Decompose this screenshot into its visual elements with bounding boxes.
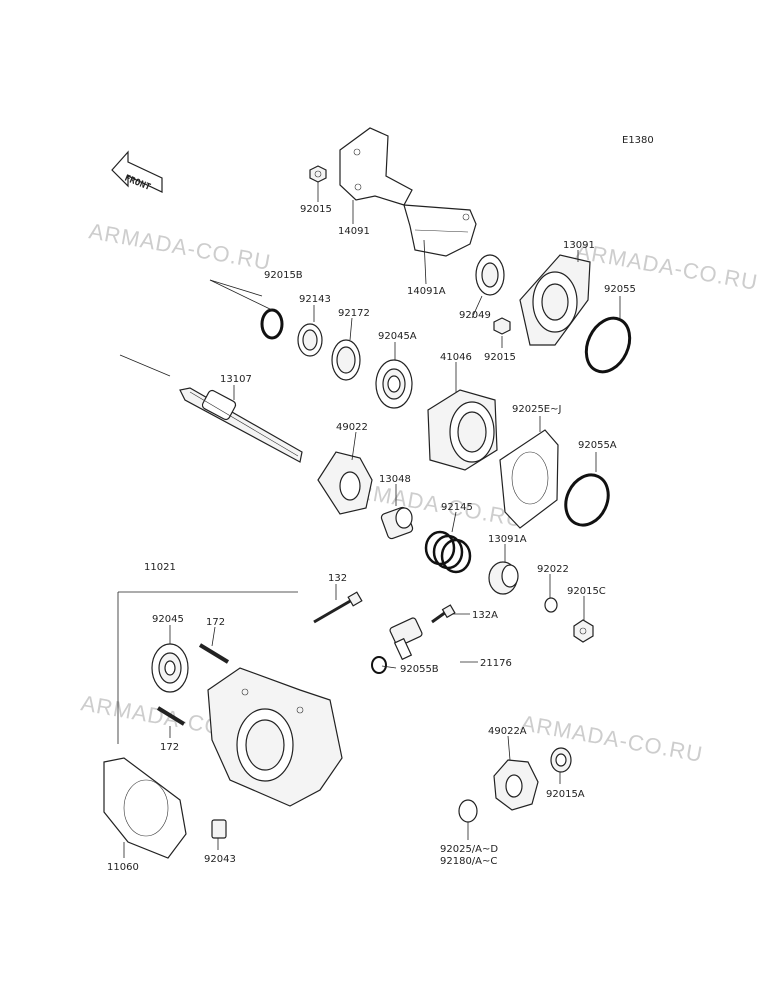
gear-49022a <box>493 759 539 811</box>
watermark: ARMADA-CO.RU <box>574 238 760 295</box>
bracket-14091 <box>339 127 477 257</box>
stud-172-bottom <box>156 706 186 726</box>
label-92045a: 92045A <box>378 331 417 342</box>
washer-92025 <box>458 799 478 823</box>
washer-92022 <box>544 597 558 613</box>
front-arrow-icon: FRONT <box>111 150 163 193</box>
label-41046: 41046 <box>440 352 472 363</box>
o-ring-92055 <box>584 316 632 374</box>
bevel-gear-49022 <box>317 451 373 515</box>
label-92015a: 92015A <box>546 789 585 800</box>
gear-case-11021 <box>207 667 343 807</box>
leader-lines <box>117 182 621 858</box>
label-92015: 92015 <box>300 204 332 215</box>
bearing-92045 <box>151 643 189 693</box>
label-92022: 92022 <box>537 564 569 575</box>
housing-cover-13091 <box>519 254 591 346</box>
label-92045: 92045 <box>152 614 184 625</box>
bearing-92045a <box>375 359 413 409</box>
label-92055a: 92055A <box>578 440 617 451</box>
o-ring-92055a <box>564 473 610 527</box>
label-49022a: 49022A <box>488 726 527 737</box>
bolt-132a <box>431 604 456 624</box>
sleeve-13091a <box>488 561 519 595</box>
label-92025-a-d: 92025/A~D <box>440 844 498 855</box>
dowel-pin-92043 <box>211 819 227 839</box>
label-13107: 13107 <box>220 374 252 385</box>
diagram-id: E1380 <box>622 135 654 146</box>
oil-seal-92049 <box>475 254 505 296</box>
shaft-13107 <box>179 387 303 463</box>
nut-92015c <box>573 619 594 643</box>
label-132: 132 <box>328 573 347 584</box>
label-92055b: 92055B <box>400 664 439 675</box>
sensor-21176 <box>389 617 423 661</box>
nut-92015-top <box>309 165 327 183</box>
collar-92143 <box>297 323 323 357</box>
label-92143: 92143 <box>299 294 331 305</box>
gasket-92025e-j <box>499 429 559 529</box>
label-92055: 92055 <box>604 284 636 295</box>
label-92015-mid: 92015 <box>484 352 516 363</box>
label-11060: 11060 <box>107 862 139 873</box>
label-172-bottom: 172 <box>160 742 179 753</box>
stud-172-top <box>198 643 230 664</box>
label-13048: 13048 <box>379 474 411 485</box>
nut-92015-mid <box>493 317 511 335</box>
label-132a: 132A <box>472 610 498 621</box>
label-92015c: 92015C <box>567 586 606 597</box>
label-92043: 92043 <box>204 854 236 865</box>
watermark: ARMADA-CO.RU <box>87 218 273 275</box>
housing-41046 <box>427 389 498 471</box>
label-13091a: 13091A <box>488 534 527 545</box>
label-49022: 49022 <box>336 422 368 433</box>
label-13091: 13091 <box>563 240 595 251</box>
bolt-132 <box>313 591 363 624</box>
label-92015b: 92015B <box>264 270 303 281</box>
gasket-11060 <box>103 757 187 859</box>
label-92172: 92172 <box>338 308 370 319</box>
watermark: ARMADA-CO.RU <box>519 710 705 767</box>
spring-92145 <box>424 530 472 574</box>
label-14091: 14091 <box>338 226 370 237</box>
label-92049: 92049 <box>459 310 491 321</box>
o-ring-92055b <box>371 656 387 674</box>
circlip-92015b <box>260 308 284 340</box>
label-11021: 11021 <box>144 562 176 573</box>
part-labels: 92015 14091 14091A 13091 92055 92015B 92… <box>107 204 636 873</box>
label-14091a: 14091A <box>407 286 446 297</box>
label-92025e-j: 92025E~J <box>512 404 561 415</box>
nut-92015a <box>550 747 572 773</box>
label-92180-a-c: 92180/A~C <box>440 856 497 867</box>
label-172-top: 172 <box>206 617 225 628</box>
coupling-13048 <box>380 506 414 540</box>
label-21176: 21176 <box>480 658 512 669</box>
seal-92172 <box>331 339 361 381</box>
label-92145: 92145 <box>441 502 473 513</box>
